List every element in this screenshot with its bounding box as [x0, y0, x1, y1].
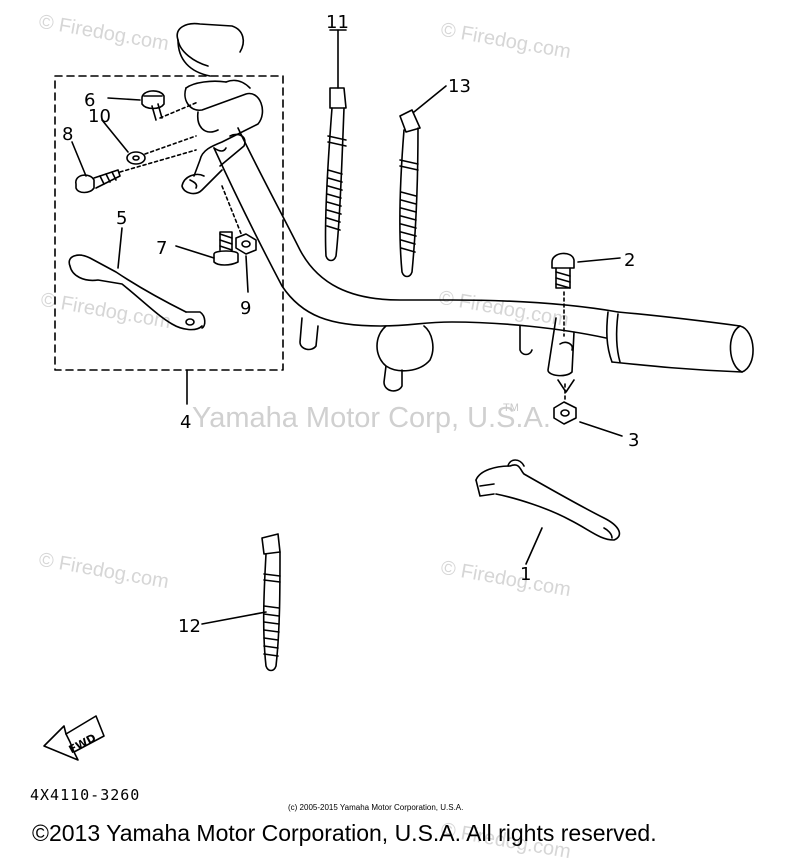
- copyright-small: (c) 2005-2015 Yamaha Motor Corporation, …: [288, 803, 464, 812]
- assembly-box: [54, 75, 284, 371]
- cable-tie-13: [399, 85, 447, 278]
- fwd-arrow: [43, 715, 105, 761]
- callout-13: 13: [448, 76, 471, 97]
- callout-7: 7: [156, 238, 167, 259]
- washer-10: [101, 119, 197, 165]
- nut-3: [553, 383, 623, 437]
- lever-1: [475, 459, 621, 565]
- callout-labels: 1 2 3 4 5 6 7 8 9 10 11 12 13: [62, 12, 639, 637]
- callout-4: 4: [180, 412, 191, 433]
- callout-10: 10: [88, 106, 111, 127]
- cable-tie-11: [324, 29, 347, 262]
- bolt-2: [551, 252, 621, 337]
- callout-2: 2: [624, 250, 635, 271]
- trademark-mark: TM: [503, 402, 519, 414]
- callout-8: 8: [62, 124, 73, 145]
- handlebar: [176, 22, 754, 393]
- brand-watermark: Yamaha Motor Corp, U.S.A.: [192, 402, 551, 434]
- callout-9: 9: [240, 298, 251, 319]
- screw-6: [107, 90, 199, 121]
- bolt-7: [175, 231, 239, 266]
- callout-5: 5: [116, 208, 127, 229]
- part-number: 4X4110-3260: [30, 786, 141, 804]
- callout-12: 12: [178, 616, 201, 637]
- nut-9: [221, 185, 257, 293]
- callout-6: 6: [84, 90, 95, 111]
- callout-1: 1: [520, 564, 531, 585]
- left-lever-bracket: [181, 79, 264, 195]
- copyright-main: ©2013 Yamaha Motor Corporation, U.S.A. A…: [32, 820, 657, 846]
- lever-5: [68, 227, 206, 331]
- fwd-label: FWD: [67, 731, 99, 756]
- callout-3: 3: [628, 430, 639, 451]
- screw-8: [71, 141, 197, 194]
- callout-11: 11: [326, 12, 349, 33]
- cable-tie-12: [201, 533, 281, 672]
